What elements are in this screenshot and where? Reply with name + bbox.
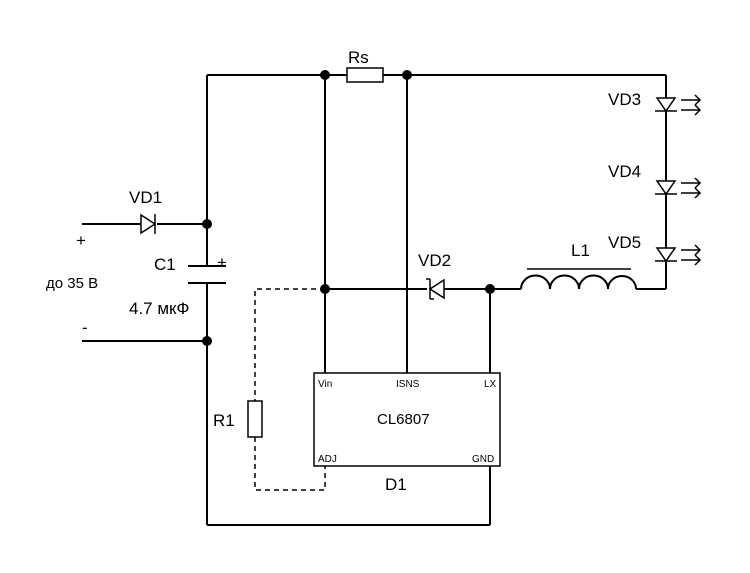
resistor-rs [346, 67, 384, 83]
ic-cl6807 [313, 372, 501, 467]
l1-label: L1 [571, 241, 590, 260]
diode-vd2 [426, 278, 445, 300]
minus-terminal-label: - [82, 318, 88, 337]
vd5-label: VD5 [608, 233, 641, 252]
rs-label: Rs [348, 48, 369, 67]
junction-dots [202, 70, 495, 346]
vd1-label: VD1 [129, 188, 162, 207]
c1-label: C1 [154, 255, 176, 274]
voltage-label: до 35 В [46, 275, 98, 292]
d1-label: D1 [385, 475, 407, 494]
light-arrows-icon [681, 177, 702, 199]
pin-gnd-label: GND [472, 454, 494, 465]
led-vd5 [655, 244, 702, 266]
ic-name: CL6807 [377, 411, 430, 428]
vd4-label: VD4 [608, 162, 641, 181]
plus-terminal-label: + [76, 231, 86, 250]
pin-lx-label: LX [484, 379, 497, 390]
vd3-label: VD3 [608, 90, 641, 109]
led-vd3 [655, 94, 702, 116]
resistor-r1 [247, 288, 326, 491]
r1-label: R1 [213, 411, 235, 430]
c1-value: 4.7 мкФ [129, 299, 189, 318]
inductor-l1 [520, 268, 637, 290]
diode-vd1 [140, 213, 157, 235]
light-arrows-icon [681, 244, 702, 266]
pin-vin-label: Vin [318, 379, 332, 390]
pin-adj-label: ADJ [318, 454, 337, 465]
c1-plus-sign: + [217, 253, 227, 272]
capacitor-c1 [188, 265, 226, 284]
led-vd4 [655, 177, 702, 199]
vd2-label: VD2 [418, 251, 451, 270]
pin-isns-label: ISNS [396, 379, 420, 390]
light-arrows-icon [681, 94, 702, 116]
